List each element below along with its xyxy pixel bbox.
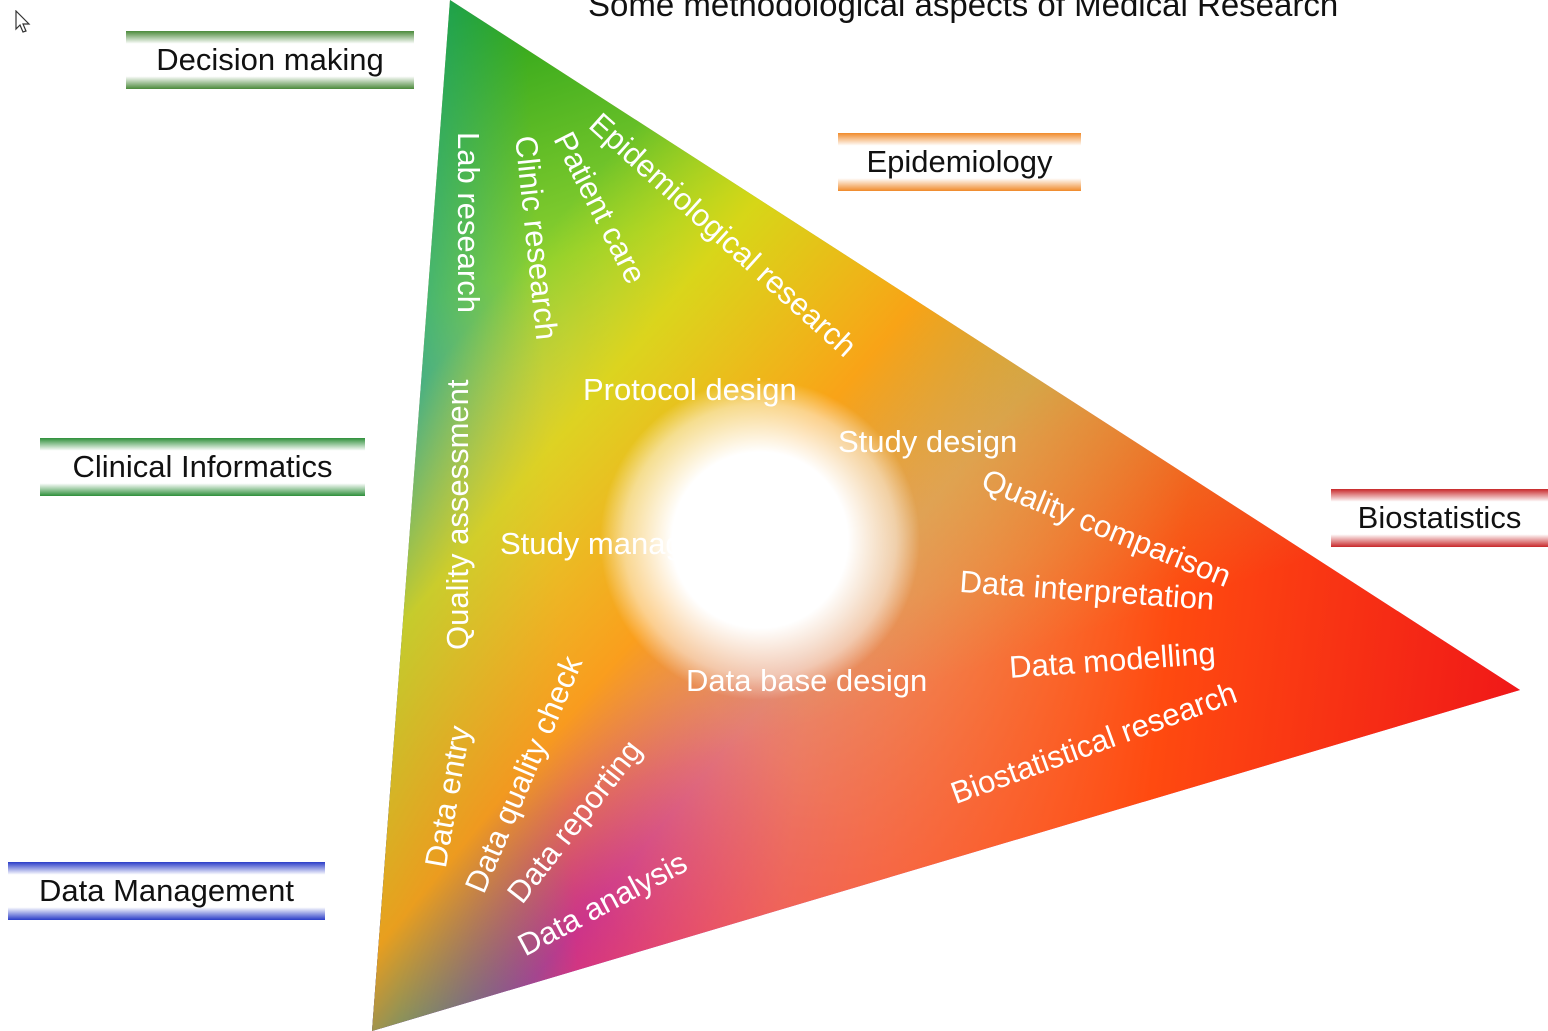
study-management-label: Study management [500, 526, 730, 561]
diagram-title: Some methodological aspects of Medical R… [588, 0, 1339, 23]
data-base-design-label: Data base design [686, 663, 928, 698]
data-management-box: Data Management [8, 862, 325, 920]
mouse-pointer-icon [15, 10, 31, 33]
biostatistics-box: Biostatistics [1331, 489, 1548, 547]
decision-making-box: Decision making [126, 31, 414, 89]
lab-research-label: Lab research [451, 132, 486, 313]
quality-assessment-label: Quality assessment [440, 379, 475, 651]
study-design-label: Study design [838, 424, 1018, 459]
epidemiology-box: Epidemiology [838, 133, 1081, 191]
protocol-design-label: Protocol design [583, 372, 797, 407]
clinical-informatics-box: Clinical Informatics [40, 438, 365, 496]
study-management-clip: Study management [500, 520, 730, 580]
